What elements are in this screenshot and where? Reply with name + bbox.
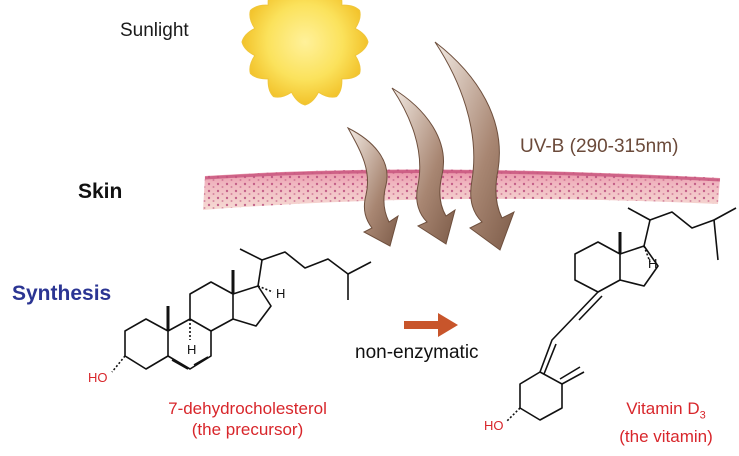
synthesis-label: Synthesis (12, 282, 112, 305)
vitamin-h-atom: H (648, 256, 658, 271)
vitamin-subtitle: (the vitamin) (619, 427, 713, 447)
precursor-h-atom-1: H (187, 342, 197, 357)
precursor-subtitle: (the precursor) (191, 420, 304, 439)
reaction-label: non-enzymatic (355, 342, 479, 363)
vitamin-name-line: Vitamin D3 (596, 398, 736, 426)
vitamin-name-subscript: 3 (699, 409, 706, 422)
precursor-hydroxyl: HO (88, 370, 108, 385)
precursor-structure (111, 248, 372, 373)
vitamin-hydroxyl: HO (484, 418, 504, 433)
uvb-label: UV-B (290-315nm) (520, 136, 679, 157)
vitamin-caption: Vitamin D3 (the vitamin) (596, 398, 736, 447)
vitamin-name: Vitamin D (626, 399, 700, 418)
uv-ray-arrow-1 (346, 126, 399, 247)
uv-ray-arrow-3 (434, 41, 515, 251)
uv-ray-arrow-2 (391, 87, 456, 245)
sun-icon (241, 0, 369, 106)
skin-layer (203, 169, 721, 210)
reaction-arrow (404, 313, 458, 337)
skin-label: Skin (78, 180, 123, 203)
precursor-caption: 7-dehydrocholesterol (the precursor) (160, 398, 335, 440)
precursor-name: 7-dehydrocholesterol (168, 399, 327, 418)
precursor-h-atom-2: H (276, 286, 286, 301)
vitamin-structure (505, 207, 737, 423)
sunlight-label: Sunlight (120, 20, 189, 41)
